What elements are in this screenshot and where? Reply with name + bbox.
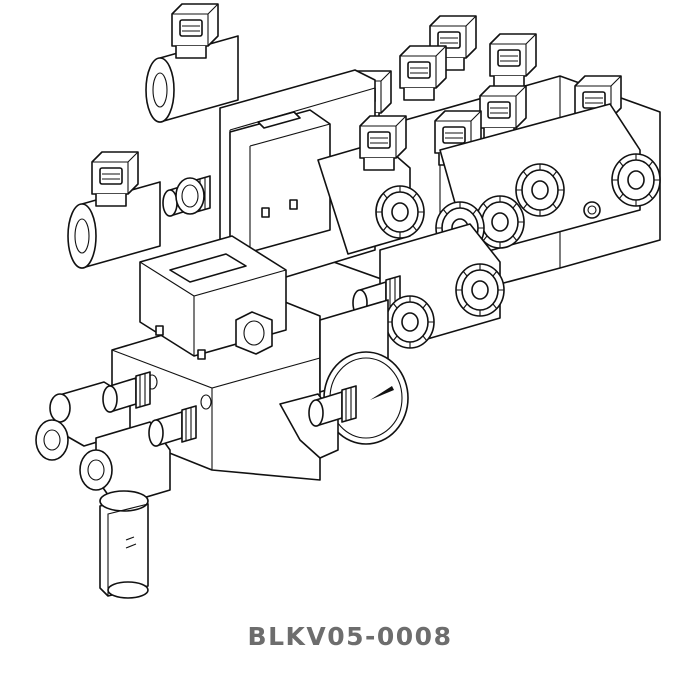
pressure-gauge xyxy=(279,351,409,459)
upper-valve-group xyxy=(145,3,425,295)
filter-cartridge xyxy=(35,371,197,599)
hydraulic-valve-manifold-icon xyxy=(35,3,661,599)
part-number-caption: BLKV05-0008 xyxy=(247,622,453,651)
